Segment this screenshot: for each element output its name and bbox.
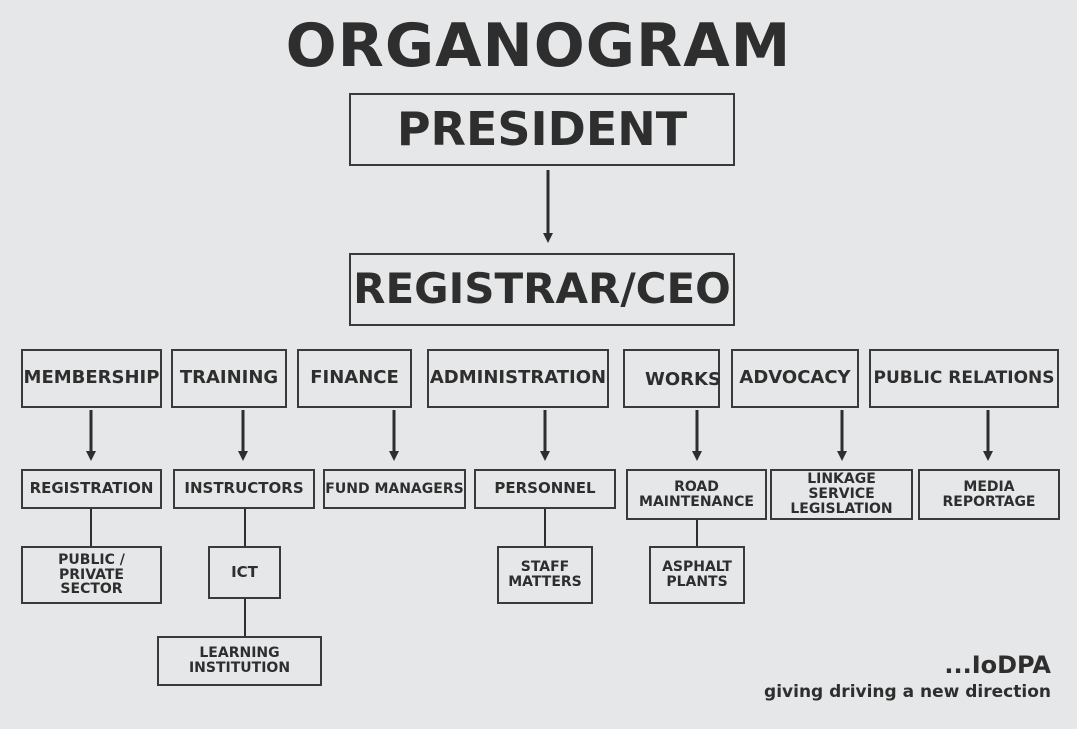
dept-membership-label: MEMBERSHIP — [23, 367, 160, 389]
dept-works-label: WORKS — [645, 369, 721, 391]
unit-public-private-sector-box: PUBLIC / PRIVATE SECTOR — [21, 546, 162, 604]
page-title: ORGANOGRAM — [285, 11, 792, 81]
registrar-box: REGISTRAR/CEO — [349, 253, 735, 326]
unit-road-maintenance-box: ROAD MAINTENANCE — [626, 469, 767, 520]
dept-finance-box: FINANCE — [297, 349, 412, 408]
registrar-label: REGISTRAR/CEO — [353, 264, 731, 314]
dept-administration-box: ADMINISTRATION — [427, 349, 609, 408]
unit-linkage-service-legislation-box: LINKAGE SERVICE LEGISLATION — [770, 469, 913, 520]
unit-fund-managers-box: FUND MANAGERS — [323, 469, 466, 509]
unit-asphalt-plants-box: ASPHALT PLANTS — [649, 546, 745, 604]
unit-fund-managers-label: FUND MANAGERS — [325, 480, 464, 497]
unit-staff-matters-box: STAFF MATTERS — [497, 546, 593, 604]
unit-ict-label: ICT — [231, 562, 258, 581]
unit-ict-box: ICT — [208, 546, 281, 599]
dept-works-box: WORKS — [623, 349, 721, 408]
dept-administration-label: ADMINISTRATION — [429, 367, 607, 389]
unit-road-maintenance-label: ROAD MAINTENANCE — [639, 478, 754, 510]
dept-training-box: TRAINING — [171, 349, 287, 408]
brand-block: ...IoDPA giving driving a new direction — [764, 650, 1051, 704]
brand-name: ...IoDPA — [944, 651, 1051, 679]
unit-instructors-label: INSTRUCTORS — [184, 479, 304, 498]
brand-tagline: giving driving a new direction — [764, 682, 1051, 702]
dept-advocacy-box: ADVOCACY — [731, 349, 859, 408]
unit-registration-box: REGISTRATION — [21, 469, 162, 509]
president-box: PRESIDENT — [349, 93, 735, 166]
unit-instructors-box: INSTRUCTORS — [173, 469, 315, 509]
dept-public-relations-box: PUBLIC RELATIONS — [869, 349, 1059, 408]
unit-staff-matters-label: STAFF MATTERS — [508, 559, 582, 590]
dept-training-label: TRAINING — [179, 367, 279, 389]
unit-registration-label: REGISTRATION — [29, 479, 154, 498]
dept-membership-box: MEMBERSHIP — [21, 349, 162, 408]
unit-media-reportage-box: MEDIA REPORTAGE — [918, 469, 1060, 520]
unit-linkage-service-legislation-label: LINKAGE SERVICE LEGISLATION — [790, 471, 893, 517]
unit-public-private-sector-label: PUBLIC / PRIVATE SECTOR — [58, 551, 125, 598]
unit-personnel-label: PERSONNEL — [494, 479, 596, 498]
unit-personnel-box: PERSONNEL — [474, 469, 616, 509]
president-label: PRESIDENT — [396, 102, 688, 157]
unit-learning-institution-label: LEARNING INSTITUTION — [188, 645, 291, 676]
unit-asphalt-plants-label: ASPHALT PLANTS — [662, 559, 732, 590]
dept-public-relations-label: PUBLIC RELATIONS — [873, 367, 1055, 388]
unit-media-reportage-label: MEDIA REPORTAGE — [942, 478, 1036, 510]
dept-finance-label: FINANCE — [310, 367, 399, 389]
dept-advocacy-label: ADVOCACY — [739, 367, 851, 389]
unit-learning-institution-box: LEARNING INSTITUTION — [157, 636, 322, 686]
